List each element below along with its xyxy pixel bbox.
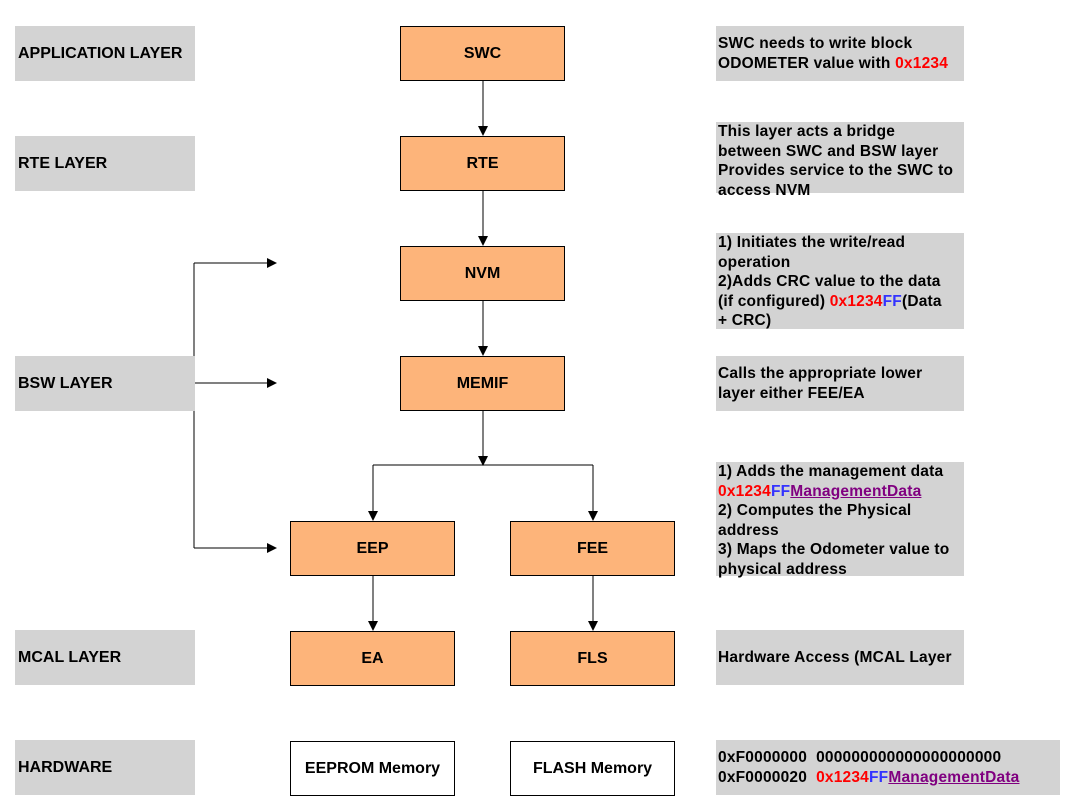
nvm-note: 1) Initiates the write/read operation 2)… bbox=[716, 233, 964, 329]
mcal-note: Hardware Access (MCAL Layer bbox=[716, 630, 964, 685]
rte-block: RTE bbox=[400, 136, 565, 191]
rte-note: This layer acts a bridge between SWC and… bbox=[716, 122, 964, 199]
rte-layer-label: RTE LAYER bbox=[15, 136, 195, 191]
hardware-memory-note: 0xF0000000 000000000000000000000 0xF0000… bbox=[716, 740, 1060, 795]
flash-memory-block: FLASH Memory bbox=[510, 741, 675, 796]
eep-block: EEP bbox=[290, 521, 455, 576]
ea-block: EA bbox=[290, 631, 455, 686]
fee-block: FEE bbox=[510, 521, 675, 576]
swc-note: SWC needs to write block ODOMETER value … bbox=[716, 26, 964, 81]
swc-block: SWC bbox=[400, 26, 565, 81]
bsw-layer-label: BSW LAYER bbox=[15, 356, 195, 411]
application-layer-label: APPLICATION LAYER bbox=[15, 26, 195, 81]
memif-note: Calls the appropriate lower layer either… bbox=[716, 356, 964, 411]
eeprom-memory-block: EEPROM Memory bbox=[290, 741, 455, 796]
fls-block: FLS bbox=[510, 631, 675, 686]
memif-block: MEMIF bbox=[400, 356, 565, 411]
nvm-block: NVM bbox=[400, 246, 565, 301]
hardware-layer-label: HARDWARE bbox=[15, 740, 195, 795]
mcal-layer-label: MCAL LAYER bbox=[15, 630, 195, 685]
fee-note: 1) Adds the management data 0x1234FFMana… bbox=[716, 462, 964, 578]
